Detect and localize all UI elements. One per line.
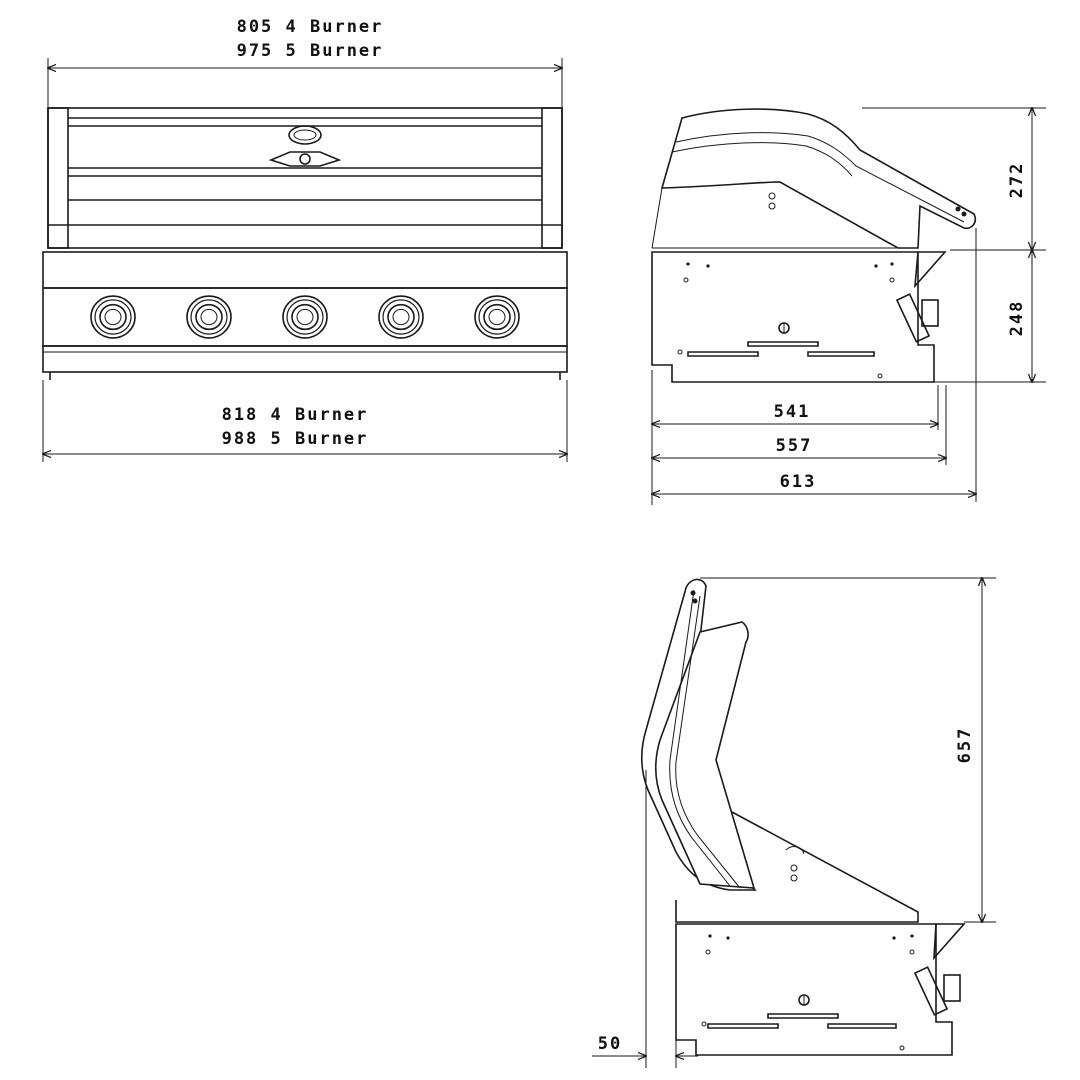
- front-hood: [47, 107, 563, 249]
- thermometer-icon: [288, 125, 322, 145]
- hood-badge-icon: [268, 151, 342, 167]
- front-bottom-width-4-burner: 818 4 Burner: [222, 405, 369, 425]
- body-height-label: 248: [1007, 300, 1027, 337]
- front-top-width-5-burner: 975 5 Burner: [237, 41, 384, 61]
- closed-body: [651, 251, 935, 383]
- closed-hood: [660, 108, 977, 249]
- control-knob-3: [282, 295, 328, 339]
- control-knob-1: [90, 295, 136, 339]
- control-knob-4: [378, 295, 424, 339]
- front-bottom-width-5-burner: 988 5 Burner: [222, 429, 369, 449]
- open-height-label: 657: [955, 727, 975, 764]
- depth-inner-label: 541: [774, 402, 811, 422]
- depth-total-label: 613: [780, 472, 817, 492]
- open-body: [675, 923, 953, 1056]
- hood-height-label: 272: [1007, 162, 1027, 199]
- control-knob-5: [474, 295, 520, 339]
- front-control-panel: [42, 251, 568, 380]
- front-bottom-dimension: 818 4 Burner 988 5 Burner: [43, 380, 567, 462]
- depth-mid-label: 557: [776, 436, 813, 456]
- side-view-closed: 272 248 541 557 613: [652, 108, 1046, 505]
- front-top-width-4-burner: 805 4 Burner: [237, 17, 384, 37]
- control-knobs: [90, 295, 520, 339]
- front-top-dimension: 805 4 Burner 975 5 Burner: [48, 17, 562, 110]
- side-view-open: 657 50: [592, 578, 996, 1068]
- control-knob-2: [186, 295, 232, 339]
- rear-clearance-label: 50: [598, 1034, 622, 1054]
- front-view: 805 4 Burner 975 5 Burner: [43, 17, 567, 462]
